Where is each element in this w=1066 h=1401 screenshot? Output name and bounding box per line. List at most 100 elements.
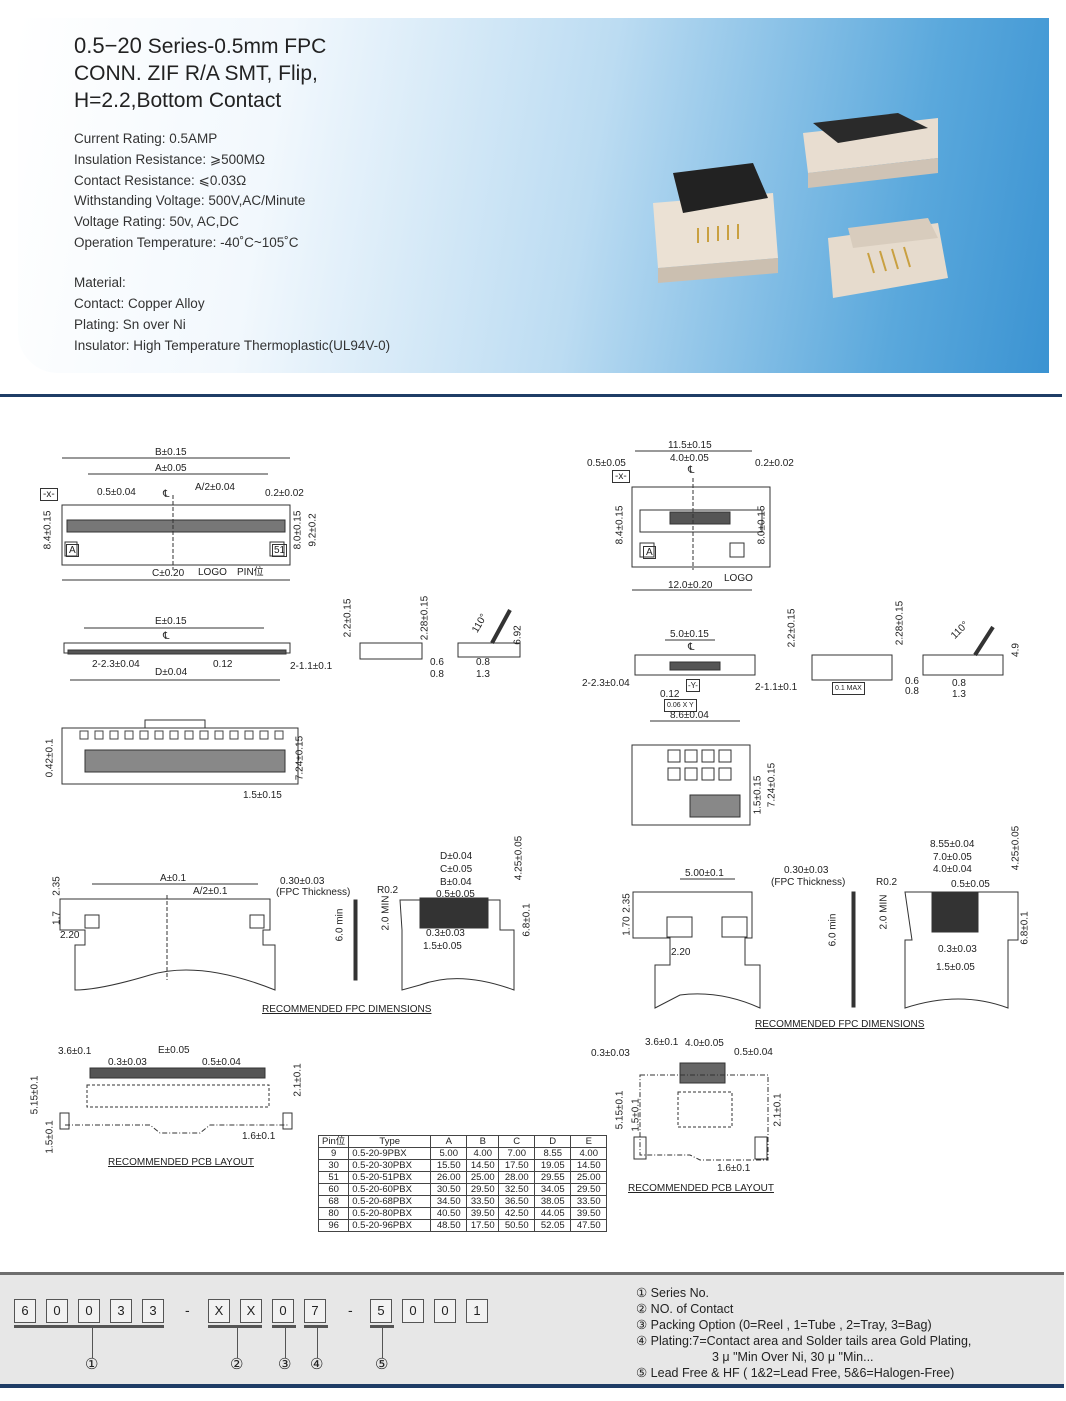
text-label: 0.3±0.03 (108, 1057, 147, 1068)
text-label: ℄ (163, 631, 170, 642)
text-label: 3.6±0.1 (58, 1046, 92, 1057)
text-label: 2.20 (60, 930, 80, 941)
text-label: 5 (370, 1299, 392, 1323)
text-label: 3 (110, 1299, 132, 1323)
text-label: 9 (317, 1147, 350, 1160)
text-label: 0.5±0.04 (734, 1047, 773, 1058)
text-label: 11.5±0.15 (668, 440, 712, 451)
text-label: 2.0 MIN (380, 895, 392, 931)
text-label: 2.28±0.15 (894, 600, 906, 646)
text-label: Contact: Copper Alloy (74, 296, 205, 311)
text-label: 33.50 (466, 1195, 500, 1208)
text-label: 4.9 (1010, 643, 1022, 657)
text-label: 1.7 (51, 911, 63, 925)
text-label: 4.00 (466, 1147, 500, 1160)
text-label: 2-1.1±0.1 (290, 661, 333, 672)
text-label: D±0.04 (155, 667, 188, 678)
text-label: B (466, 1135, 500, 1148)
text-label: 1 (466, 1299, 488, 1323)
text-label: 30 (317, 1159, 350, 1172)
text-label: 0 (402, 1299, 424, 1323)
text-label: 0.3±0.03 (426, 928, 465, 939)
text-label: 8.4±0.15 (614, 505, 626, 545)
text-label: 6 (14, 1299, 36, 1323)
text-label: -Y- (686, 679, 700, 692)
text-label: 0.8 (952, 678, 966, 689)
product-photo (653, 113, 948, 298)
text-label: 0.6 (430, 657, 444, 668)
text-label: 0.5-20-80PBX (348, 1207, 432, 1220)
text-label: 0.5-20-68PBX (348, 1195, 432, 1208)
text-label: 1.3 (476, 669, 490, 680)
text-label: 17.50 (466, 1219, 500, 1232)
text-label: Series-0.5mm FPC (141, 35, 327, 58)
text-label: 0.5±0.05 (436, 889, 475, 900)
text-label: - (185, 1302, 190, 1318)
text-label: ④ (310, 1355, 324, 1373)
text-label: 9.2±0.2 (307, 513, 319, 547)
text-label: 5.00±0.1 (685, 868, 724, 879)
text-label: 5.00 (430, 1147, 468, 1160)
text-label: 7.00 (498, 1147, 536, 1160)
text-label: A/2±0.1 (193, 886, 228, 897)
text-label: 0.5±0.05 (587, 458, 626, 469)
text-label: A (430, 1135, 468, 1148)
text-label: 0.3±0.03 (591, 1048, 630, 1059)
text-label: 25.00 (570, 1171, 608, 1184)
text-label: H=2.2,Bottom Contact (74, 89, 282, 112)
text-label: C±0.20 (152, 568, 185, 579)
text-label: 2.1±0.1 (772, 1093, 784, 1127)
text-label: 0.5-20-9PBX (348, 1147, 432, 1160)
text-label: Pin位 (317, 1135, 350, 1148)
text-label: 0 (272, 1299, 294, 1323)
text-label: 44.05 (534, 1207, 572, 1220)
text-label: ④ Plating:7=Contact area and Solder tail… (636, 1334, 972, 1348)
text-label: 2.2±0.15 (342, 598, 354, 638)
text-label: 8.4±0.15 (42, 510, 54, 550)
text-label: 14.50 (570, 1159, 608, 1172)
text-label: Insulator: High Temperature Thermoplasti… (74, 338, 391, 353)
text-label: 60 (317, 1183, 350, 1196)
text-label: 34.05 (534, 1183, 572, 1196)
text-label: 0.8 (905, 686, 919, 697)
text-label: Plating: Sn over Ni (74, 317, 186, 332)
text-label: 6.92 (512, 625, 524, 645)
text-label: 4.00 (570, 1147, 608, 1160)
text-label: 0.30±0.03 (280, 876, 325, 887)
pcb-caption: RECOMMENDED PCB LAYOUT (108, 1157, 254, 1168)
text-label: 0.5±0.05 (951, 879, 990, 890)
text-label: 42.50 (498, 1207, 536, 1220)
text-label: 0.5-20-60PBX (348, 1183, 432, 1196)
text-label: E±0.05 (158, 1045, 190, 1056)
text-label: 0.5−20 (74, 33, 142, 58)
text-label: 0.5±0.04 (97, 487, 136, 498)
text-label: 1.5±0.1 (630, 1098, 642, 1132)
text-label: 0.8 (430, 669, 444, 680)
text-label: 4.0±0.05 (670, 453, 709, 464)
text-label: 2.0 MIN (878, 894, 890, 930)
fpc-caption: RECOMMENDED FPC DIMENSIONS (755, 1019, 925, 1030)
text-label: ⑤ Lead Free & HF ( 1&2=Lead Free, 5&6=Ha… (636, 1366, 955, 1380)
text-label: 0.2±0.02 (755, 458, 794, 469)
text-label: Voltage Rating: 50v, AC,DC (74, 214, 239, 230)
text-label: 0.5±0.04 (202, 1057, 241, 1068)
text-label: 1.6±0.1 (242, 1131, 276, 1142)
text-label: 2.28±0.15 (419, 595, 431, 641)
text-label: 19.05 (534, 1159, 572, 1172)
text-label: 4.0±0.05 (685, 1038, 724, 1049)
text-label: 36.50 (498, 1195, 536, 1208)
text-label: 80 (317, 1207, 350, 1220)
text-label: Material: (74, 275, 126, 290)
text-label: (FPC Thickness) (276, 887, 351, 898)
text-label: 0.5-20-96PBX (348, 1219, 432, 1232)
text-label: 26.00 (430, 1171, 468, 1184)
text-label: Current Rating: 0.5AMP (74, 131, 218, 146)
text-label: 96 (317, 1219, 350, 1232)
text-label: 8.55±0.04 (930, 839, 975, 850)
